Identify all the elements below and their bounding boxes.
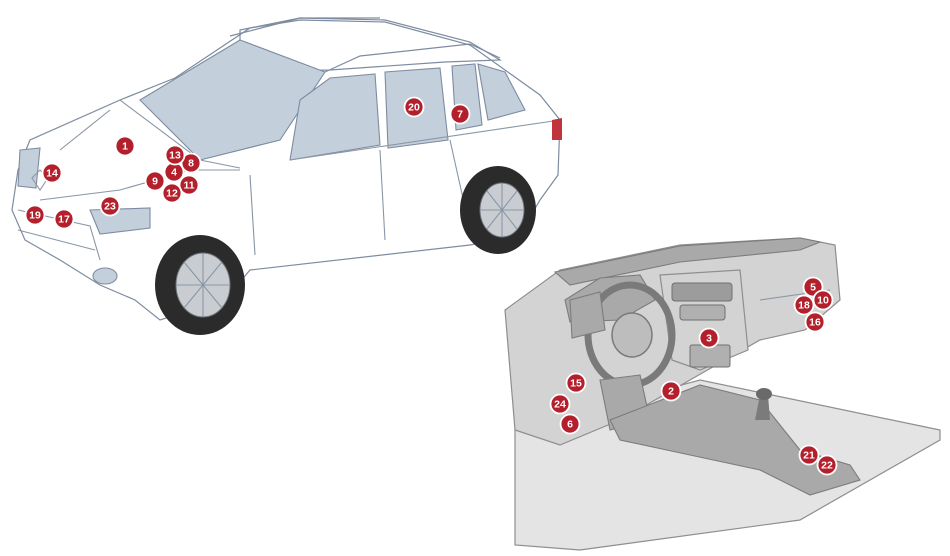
marker-number: 11 bbox=[183, 180, 194, 192]
marker-number: 2 bbox=[668, 386, 674, 398]
marker-number: 17 bbox=[58, 214, 70, 226]
location-marker-18: 18 bbox=[793, 294, 815, 316]
marker-number: 7 bbox=[457, 109, 463, 121]
location-marker-14: 14 bbox=[41, 162, 63, 184]
location-marker-7: 7 bbox=[449, 103, 471, 125]
marker-dot bbox=[99, 195, 121, 217]
marker-number: 15 bbox=[570, 378, 582, 390]
marker-number: 4 bbox=[171, 167, 177, 179]
location-marker-23: 23 bbox=[99, 195, 121, 217]
marker-number: 19 bbox=[29, 210, 41, 222]
location-marker-6: 6 bbox=[559, 413, 581, 435]
location-marker-2: 2 bbox=[660, 380, 682, 402]
location-marker-13: 13 bbox=[164, 144, 186, 166]
marker-number: 20 bbox=[408, 102, 420, 114]
marker-number: 3 bbox=[706, 333, 712, 345]
location-marker-19: 19 bbox=[24, 204, 46, 226]
marker-dot bbox=[114, 135, 136, 157]
location-marker-16: 16 bbox=[804, 311, 826, 333]
car-illustration bbox=[11, 17, 562, 335]
location-marker-24: 24 bbox=[549, 393, 571, 415]
marker-dot bbox=[144, 170, 166, 192]
marker-number: 22 bbox=[821, 460, 833, 472]
marker-dot bbox=[559, 413, 581, 435]
marker-dot bbox=[698, 327, 720, 349]
marker-number: 5 bbox=[810, 282, 816, 294]
marker-number: 18 bbox=[798, 300, 810, 312]
location-marker-15: 15 bbox=[565, 372, 587, 394]
marker-dot bbox=[24, 204, 46, 226]
marker-dot bbox=[41, 162, 63, 184]
location-marker-17: 17 bbox=[53, 208, 75, 230]
marker-number: 21 bbox=[803, 450, 815, 462]
location-marker-12: 12 bbox=[161, 182, 183, 204]
marker-dot bbox=[53, 208, 75, 230]
marker-dot bbox=[804, 311, 826, 333]
marker-number: 6 bbox=[567, 419, 573, 431]
marker-number: 9 bbox=[152, 176, 158, 188]
marker-dot bbox=[449, 103, 471, 125]
location-marker-21: 21 bbox=[798, 444, 820, 466]
marker-number: 13 bbox=[169, 150, 181, 162]
marker-number: 24 bbox=[554, 399, 566, 411]
marker-dot bbox=[793, 294, 815, 316]
marker-dot bbox=[164, 144, 186, 166]
location-marker-3: 3 bbox=[698, 327, 720, 349]
marker-dot bbox=[816, 454, 838, 476]
location-marker-1: 1 bbox=[114, 135, 136, 157]
marker-number: 16 bbox=[809, 317, 821, 329]
marker-number: 14 bbox=[46, 168, 58, 180]
marker-dot bbox=[660, 380, 682, 402]
marker-dot bbox=[161, 182, 183, 204]
marker-dot bbox=[812, 289, 834, 311]
marker-dot bbox=[178, 174, 200, 196]
dashboard-illustration bbox=[504, 237, 941, 551]
location-marker-9: 9 bbox=[144, 170, 166, 192]
location-marker-22: 22 bbox=[816, 454, 838, 476]
location-marker-20: 20 bbox=[403, 96, 425, 118]
marker-number: 12 bbox=[166, 188, 178, 200]
location-marker-10: 10 bbox=[812, 289, 834, 311]
location-marker-11: 11 bbox=[178, 174, 200, 196]
marker-number: 23 bbox=[104, 201, 116, 213]
marker-dot bbox=[403, 96, 425, 118]
marker-dot bbox=[549, 393, 571, 415]
marker-number: 8 bbox=[188, 158, 194, 170]
marker-dot bbox=[798, 444, 820, 466]
marker-number: 10 bbox=[817, 295, 829, 307]
marker-dot bbox=[565, 372, 587, 394]
marker-number: 1 bbox=[122, 141, 128, 153]
